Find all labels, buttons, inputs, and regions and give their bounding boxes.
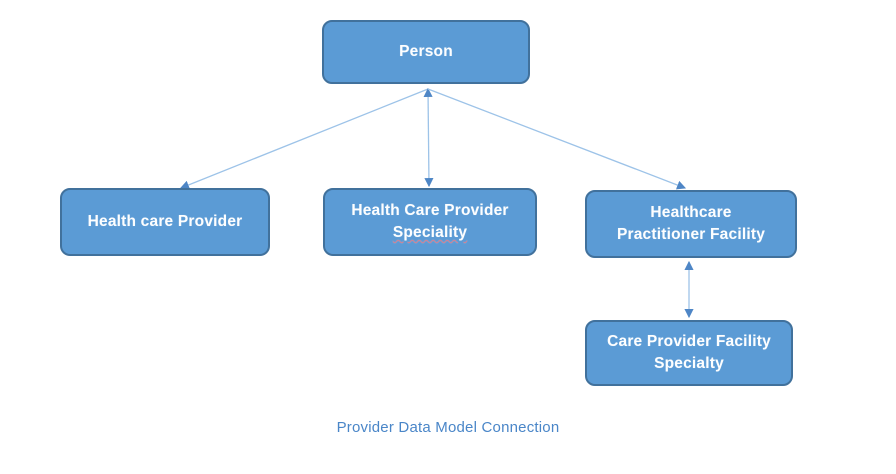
- node-health-care-provider-speciality-line1: Health Care Provider: [351, 201, 509, 219]
- node-healthcare-practitioner-facility-line2: Practitioner Facility: [616, 226, 766, 243]
- connector-person-to-practitioner-facility: [427, 88, 687, 190]
- node-health-care-provider: Health care Provider: [60, 188, 270, 256]
- node-care-provider-facility-specialty-line2: Specialty: [654, 355, 724, 372]
- node-care-provider-facility-specialty: Care Provider Facility Specialty: [585, 320, 793, 386]
- node-person: Person: [322, 20, 530, 84]
- node-care-provider-facility-specialty-line1: Care Provider Facility: [607, 332, 771, 350]
- node-person-label: Person: [399, 42, 453, 60]
- connector-person-to-speciality: [423, 87, 434, 188]
- node-healthcare-practitioner-facility-line1: Healthcare: [650, 203, 732, 221]
- node-health-care-provider-speciality: Health Care Provider Speciality: [323, 188, 537, 256]
- node-healthcare-practitioner-facility: Healthcare Practitioner Facility: [585, 190, 797, 258]
- node-health-care-provider-speciality-line2: Speciality: [392, 224, 468, 241]
- connector-person-to-health-care-provider: [179, 88, 429, 190]
- node-health-care-provider-label: Health care Provider: [87, 212, 243, 230]
- diagram-caption: Provider Data Model Connection: [336, 419, 560, 436]
